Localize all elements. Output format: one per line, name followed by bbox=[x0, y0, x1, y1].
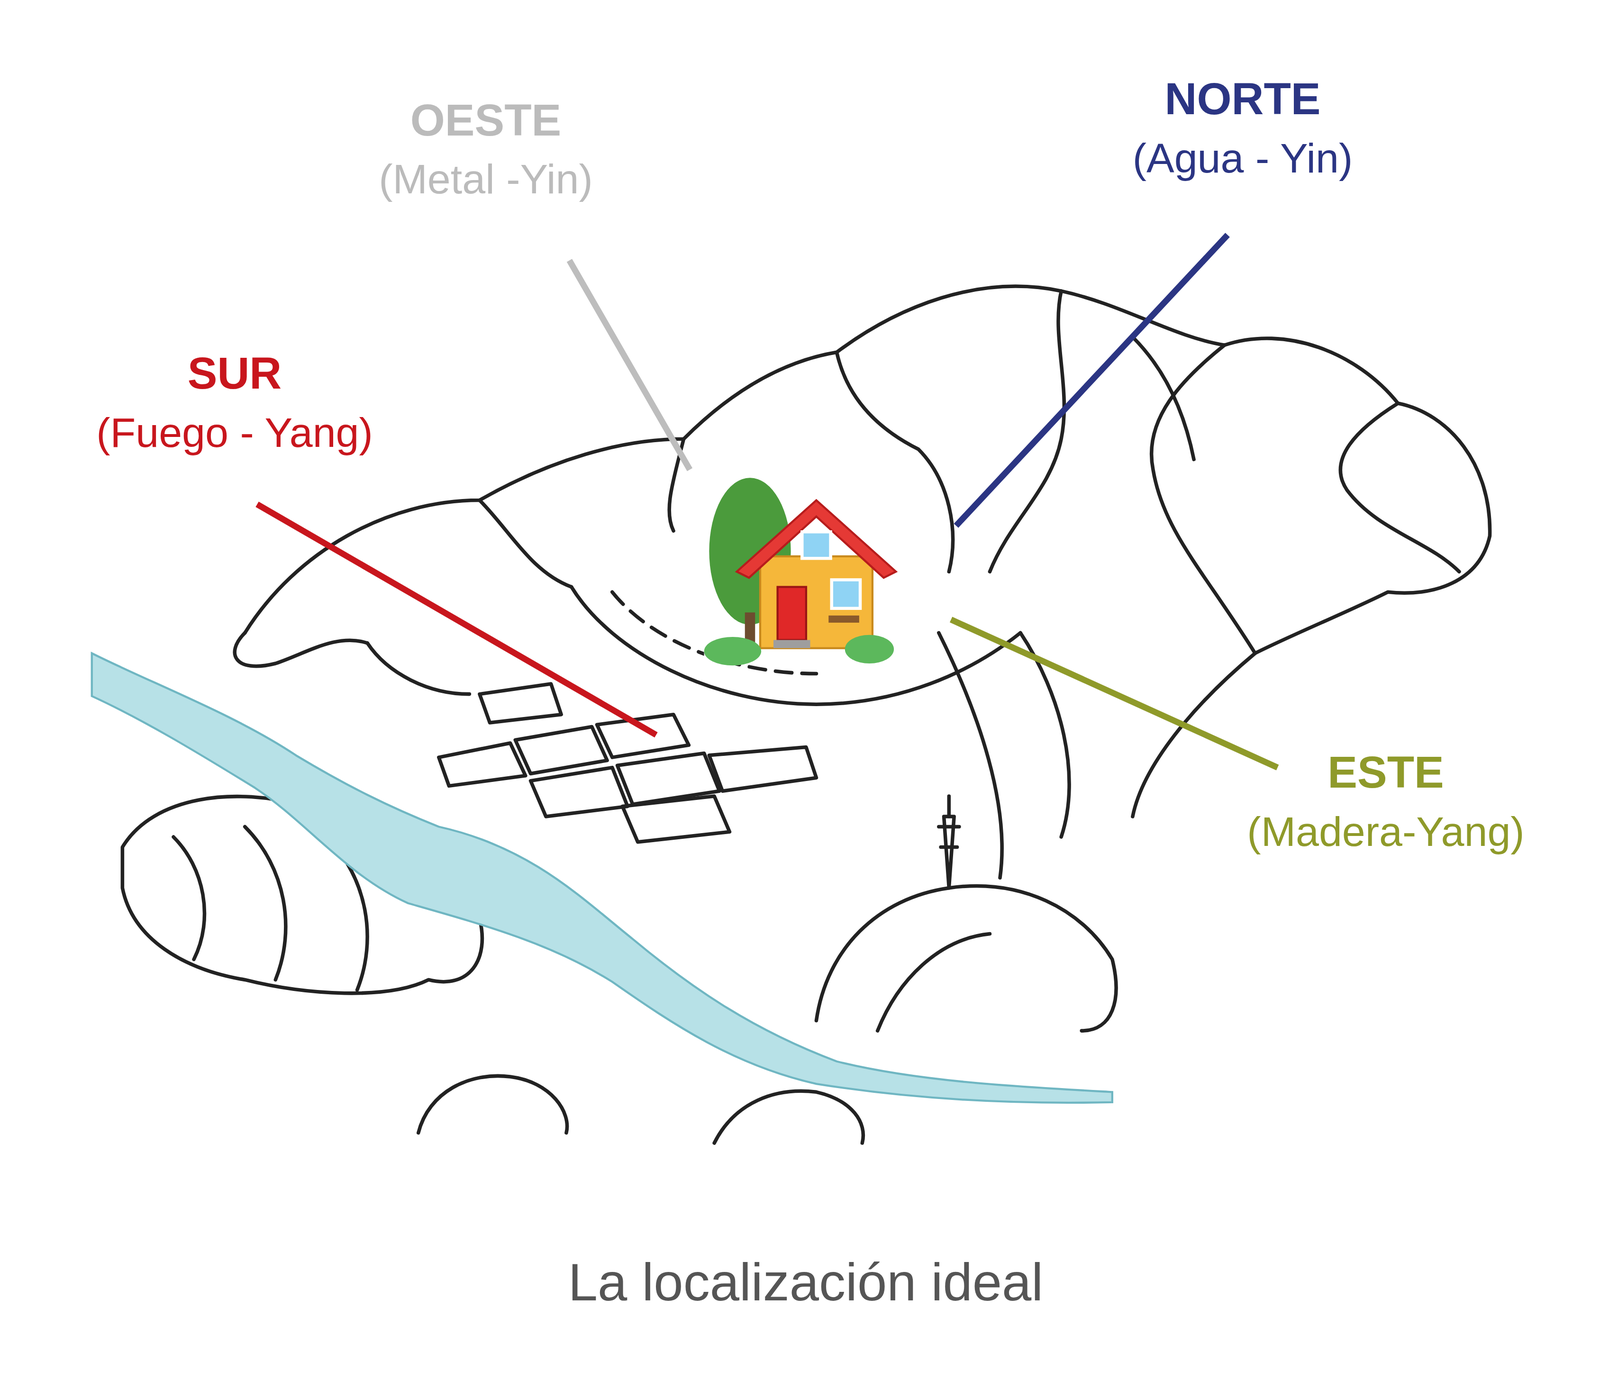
direction-name: OESTE bbox=[410, 95, 562, 145]
element-note: (Madera-Yang) bbox=[1246, 809, 1525, 855]
direction-name: SUR bbox=[187, 348, 282, 398]
leader-line bbox=[257, 504, 657, 736]
river bbox=[91, 653, 1113, 1103]
house-icon bbox=[704, 477, 899, 666]
caption: La localización ideal bbox=[568, 1253, 1044, 1312]
element-note: (Fuego - Yang) bbox=[96, 409, 373, 456]
leader-line bbox=[569, 260, 690, 470]
element-note: (Agua - Yin) bbox=[1132, 135, 1354, 182]
element-note: (Metal -Yin) bbox=[378, 156, 593, 203]
direction-name: ESTE bbox=[1327, 747, 1445, 797]
direction-name: NORTE bbox=[1164, 74, 1321, 124]
leader-line bbox=[951, 619, 1278, 768]
leader-line bbox=[955, 235, 1228, 527]
